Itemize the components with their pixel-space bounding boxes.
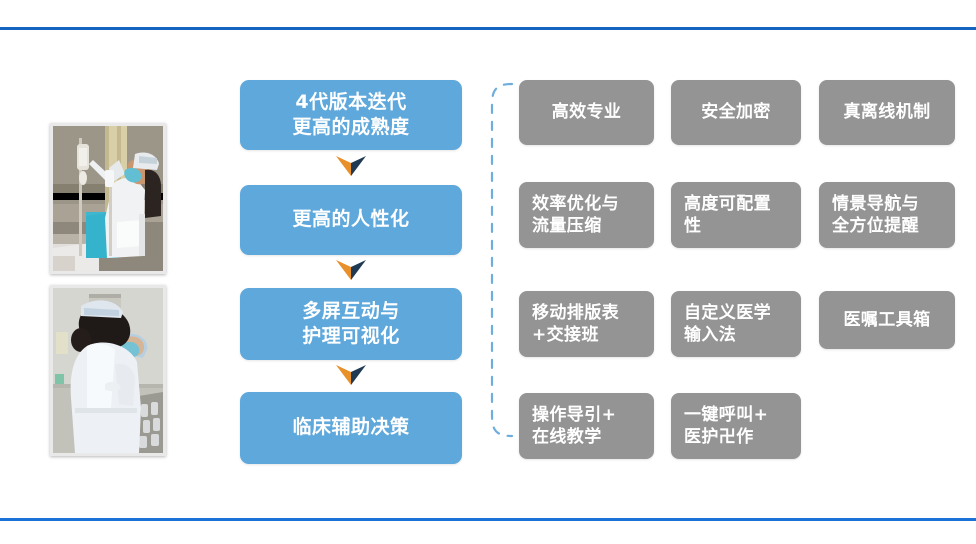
flow-step-humanization[interactable]: 更高的人性化 [240, 185, 462, 255]
top-divider-rule [0, 27, 976, 30]
feature-label: 操作导引+ 在线教学 [532, 404, 617, 447]
flow-step-multiscreen-visualization[interactable]: 多屏互动与 护理可视化 [240, 288, 462, 360]
feature-operation-guide-online-training[interactable]: 操作导引+ 在线教学 [519, 393, 654, 459]
feature-label: 移动排版表 +交接班 [532, 302, 619, 345]
dashed-bracket-connector [478, 80, 518, 440]
feature-label: 安全加密 [701, 102, 771, 123]
feature-highly-configurable[interactable]: 高度可配置 性 [671, 182, 801, 248]
flow-step-label: 临床辅助决策 [292, 416, 410, 439]
flow-step-version-iteration[interactable]: 4代版本迭代 更高的成熟度 [240, 80, 462, 150]
feature-efficiency-traffic-compression[interactable]: 效率优化与 流量压缩 [519, 182, 654, 248]
photo-nurse-preparing-medication [50, 285, 166, 456]
flow-step-label: 4代版本迭代 更高的成熟度 [292, 90, 410, 138]
chevron-down-icon [335, 364, 367, 386]
bottom-divider-rule [0, 518, 976, 521]
feature-label: 情景导航与 全方位提醒 [832, 193, 919, 236]
flow-step-label: 更高的人性化 [292, 208, 410, 231]
feature-efficient-professional[interactable]: 高效专业 [519, 80, 654, 145]
feature-grid: 高效专业 安全加密 真离线机制 效率优化与 流量压缩 高度可配置 性 情景导航与… [519, 80, 959, 470]
feature-mobile-schedule-handover[interactable]: 移动排版表 +交接班 [519, 291, 654, 357]
feature-label: 真离线机制 [843, 102, 931, 123]
feature-label: 一键呼叫+ 医护卍作 [684, 404, 769, 447]
feature-label: 效率优化与 流量压缩 [532, 193, 619, 236]
flow-step-label: 多屏互动与 护理可视化 [302, 299, 400, 347]
feature-doctor-order-toolbox[interactable]: 医嘱工具箱 [819, 291, 955, 349]
photo-nurse-scanning-iv-bag [50, 123, 166, 274]
feature-custom-medical-input-method[interactable]: 自定义医学 输入法 [671, 291, 801, 357]
chevron-down-icon [335, 259, 367, 281]
feature-label: 自定义医学 输入法 [684, 302, 771, 345]
feature-label: 医嘱工具箱 [843, 309, 931, 330]
maturity-flow-column: 4代版本迭代 更高的成熟度 更高的人性化 多屏互动与 护理可视化 [240, 0, 462, 544]
chevron-down-icon [335, 155, 367, 177]
feature-context-navigation-reminders[interactable]: 情景导航与 全方位提醒 [819, 182, 955, 248]
feature-label: 高效专业 [551, 102, 622, 123]
feature-true-offline-mechanism[interactable]: 真离线机制 [819, 80, 955, 145]
feature-secure-encryption[interactable]: 安全加密 [671, 80, 801, 145]
flow-step-clinical-decision-support[interactable]: 临床辅助决策 [240, 392, 462, 464]
feature-one-key-call-collaboration[interactable]: 一键呼叫+ 医护卍作 [671, 393, 801, 459]
feature-label: 高度可配置 性 [684, 193, 771, 236]
